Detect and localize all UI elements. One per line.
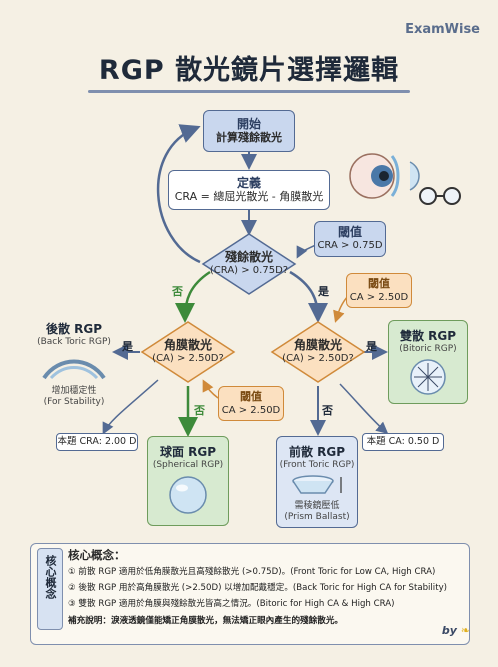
- definition-formula: CRA = 總屈光散光 - 角膜散光: [174, 190, 324, 203]
- title-underline: [88, 90, 410, 93]
- definition-label: 定義: [236, 176, 261, 190]
- threshold-ca-left-value: CA > 2.50D: [221, 405, 281, 416]
- start-action: 計算殘餘散光: [216, 131, 282, 144]
- case-ca-label: 本題 CA: 0.50 D: [362, 433, 444, 451]
- spherical-lens-icon: [169, 476, 207, 514]
- result-back-toric: 後散 RGP (Back Toric RGP) 增加穩定性 (For Stabi…: [30, 320, 118, 408]
- core-concepts-tag-text: 核心概念: [44, 555, 57, 599]
- start-label: 開始: [236, 117, 261, 131]
- back-toric-note-en: (For Stability): [43, 397, 105, 407]
- decision-right-question: (CA) > 2.50D?: [282, 353, 354, 364]
- core-concepts-tag: 核心概念: [37, 548, 63, 630]
- start-box: 開始 計算殘餘散光: [203, 110, 295, 152]
- brand-logo: ExamWise: [405, 22, 480, 37]
- core-concept-2: ② 後散 RGP 用於高角膜散光 (>2.50D) 以增加配戴穩定。(Back …: [68, 583, 448, 593]
- glasses-icon: [419, 187, 461, 205]
- label-yes-bitoric: 是: [366, 340, 377, 353]
- byline-text: by: [441, 624, 457, 637]
- back-toric-title: 後散 RGP: [45, 322, 103, 336]
- result-bitoric: 雙散 RGP (Bitoric RGP): [388, 320, 468, 404]
- decision-residual-label: 殘餘散光: [224, 250, 273, 264]
- decision-corneal-astigmatism-right: 角膜散光 (CA) > 2.50D?: [270, 320, 366, 384]
- core-supplement-note: 補充說明：淚液透鏡僅能矯正角膜散光，無法矯正眼內產生的殘餘散光。: [68, 616, 344, 626]
- contact-lens-icon: [409, 161, 420, 191]
- threshold-cra-label: 閾值: [337, 225, 362, 239]
- back-toric-subtitle: (Back Toric RGP): [37, 337, 111, 347]
- result-front-toric: 前散 RGP (Front Toric RGP) 需稜鏡壓低 (Prism Ba…: [276, 436, 358, 528]
- decision-residual-question: (CRA) > 0.75D?: [209, 265, 289, 276]
- threshold-cra-box: 閾值 CRA > 0.75D: [314, 221, 386, 257]
- decision-corneal-astigmatism-left: 角膜散光 (CA) > 2.50D?: [140, 320, 236, 384]
- bitoric-title: 雙散 RGP: [399, 329, 457, 343]
- back-toric-lens-icon: [42, 359, 106, 380]
- front-toric-note-en: (Prism Ballast): [284, 512, 350, 522]
- banana-icon: ❧: [460, 624, 470, 637]
- front-toric-title: 前散 RGP: [288, 445, 346, 459]
- label-no-down-right: 否: [322, 404, 333, 417]
- front-toric-note: 需稜鏡壓低: [294, 501, 340, 511]
- label-yes-back: 是: [122, 340, 133, 353]
- prism-ballast-lens-icon: [292, 475, 342, 494]
- core-concepts-title: 核心概念：: [68, 548, 126, 562]
- threshold-ca-left-box: 閾值 CA > 2.50D: [218, 386, 284, 421]
- core-concept-1: ① 前散 RGP 適用於低角膜散光且高殘餘散光 (>0.75D)。(Front …: [68, 567, 436, 577]
- front-toric-subtitle: (Front Toric RGP): [279, 460, 355, 470]
- label-no-left: 否: [172, 285, 183, 298]
- case-cra-label: 本題 CRA: 2.00 D: [56, 433, 138, 451]
- decision-residual-astigmatism: 殘餘散光 (CRA) > 0.75D?: [201, 232, 297, 296]
- decision-left-question: (CA) > 2.50D?: [152, 353, 224, 364]
- threshold-cra-value: CRA > 0.75D: [317, 240, 383, 251]
- threshold-ca-right-label: 閾值: [368, 277, 390, 290]
- page-title: RGP 散光鏡片選擇邏輯: [98, 55, 400, 86]
- label-yes-right: 是: [318, 285, 329, 298]
- back-toric-note: 增加穩定性: [51, 386, 97, 396]
- bitoric-subtitle: (Bitoric RGP): [399, 344, 457, 354]
- decision-right-label: 角膜散光: [293, 338, 342, 352]
- eye-icon: [349, 153, 400, 199]
- byline: by ❧: [442, 624, 470, 637]
- threshold-ca-left-label: 閾值: [240, 390, 262, 403]
- spherical-title: 球面 RGP: [159, 445, 217, 459]
- result-spherical: 球面 RGP (Spherical RGP): [147, 436, 229, 526]
- core-concepts-panel: [30, 543, 470, 645]
- definition-box: 定義 CRA = 總屈光散光 - 角膜散光: [168, 170, 330, 210]
- bitoric-lens-icon: [410, 359, 446, 395]
- core-concept-3: ③ 雙散 RGP 適用於角膜與殘餘散光皆高之情況。(Bitoric for Hi…: [68, 599, 395, 609]
- threshold-ca-right-value: CA > 2.50D: [349, 292, 409, 303]
- eye-lens-illustration: [349, 153, 461, 205]
- threshold-ca-right-box: 閾值 CA > 2.50D: [346, 273, 412, 308]
- spherical-subtitle: (Spherical RGP): [152, 460, 224, 470]
- decision-left-label: 角膜散光: [163, 338, 212, 352]
- label-no-down-left: 否: [194, 404, 205, 417]
